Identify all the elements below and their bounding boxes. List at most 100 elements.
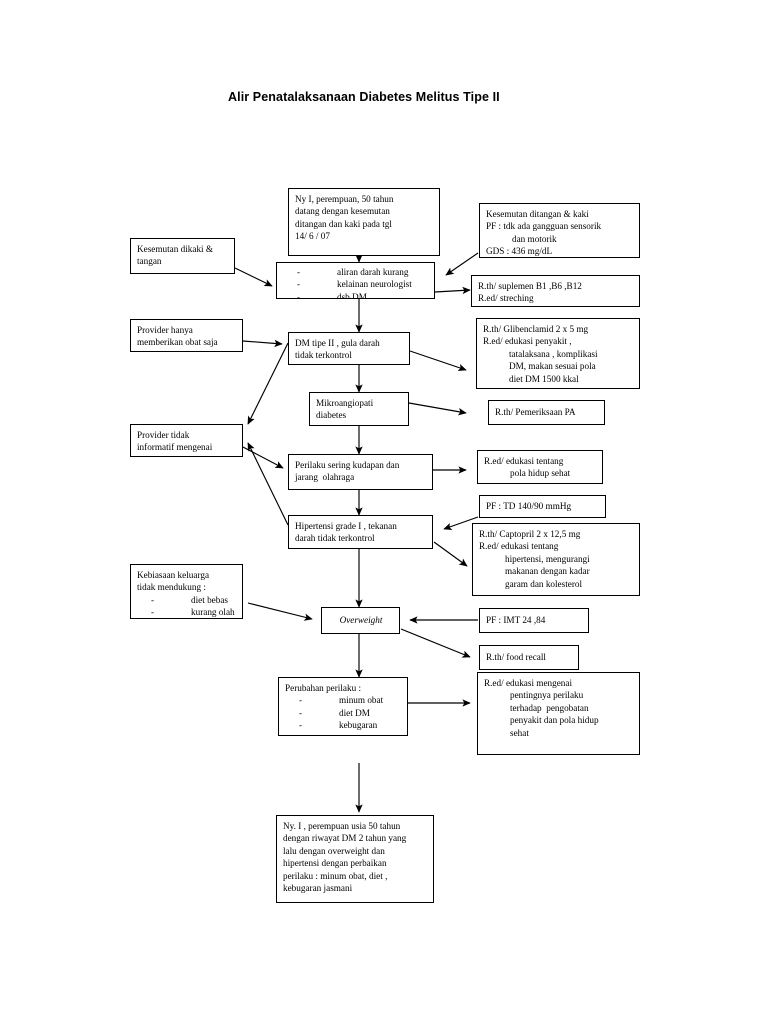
rx-captopril-line-2: R.ed/ edukasi tentang [479,541,559,552]
plan-perubahan-bullet-2: diet DM [285,707,402,719]
node-problem-hipertensi[interactable]: Hipertensi grade I , tekanan darah tidak… [288,515,433,549]
problem-hipertensi-line-1: Hipertensi grade I , tekanan [295,521,397,531]
cause-keluarga-bullet-1: diet bebas [137,594,237,606]
node-problem-neuro[interactable]: aliran darah kurang kelainan neurologist… [276,262,435,299]
node-problem-mikroangiopati[interactable]: Mikroangiopati diabetes [309,392,409,426]
finding-kesemutan-line-1: Kesemutan ditangan & kaki [486,209,589,219]
rx-captopril-line-1: R.th/ Captopril 2 x 12,5 mg [479,529,581,539]
rx-captopril-line-4: makanan dengan kadar [505,566,590,577]
node-cause-provider-informatif[interactable]: Provider tidak informatif mengenai diet … [130,424,243,457]
node-rx-glibenclamid[interactable]: R.th/ Glibenclamid 2 x 5 mg R.ed/ edukas… [476,318,640,389]
rx-glibenclamid-line-2: R.ed/ edukasi penyakit , [483,336,572,347]
node-problem-perilaku[interactable]: Perilaku sering kudapan dan jarang olahr… [288,454,433,490]
cause-keluarga-line-1: Kebiasaan keluarga [137,570,210,580]
edge-provider-obat-to-dm [242,339,283,348]
outcome-line-2: dengan riwayat DM 2 tahun yang [283,833,407,844]
problem-overweight-label: Overweight [339,615,383,625]
cause-provider-informatif-line-2: informatif mengenai [137,442,213,453]
node-rx-captopril[interactable]: R.th/ Captopril 2 x 12,5 mg R.ed/ edukas… [472,523,640,596]
node-rx-food-recall[interactable]: R.th/ food recall [479,645,579,670]
edge-dm-to-provider-informatif [247,342,289,425]
rx-edukasi-line-1: R.ed/ edukasi mengenai [484,678,573,688]
edge-keluarga-to-overweight [247,602,313,621]
node-finding-td[interactable]: PF : TD 140/90 mmHg [479,495,606,518]
finding-kesemutan-line-4: GDS : 436 mg/dL [486,246,553,257]
rx-captopril-line-3: hipertensi, mengurangi [505,553,590,564]
cause-keluarga-bullet-2: kurang olah [137,606,237,618]
rx-glibenclamid-line-5: diet DM 1500 kkal [509,373,579,384]
intake-line-3: ditangan dan kaki pada tgl [295,218,392,229]
cause-provider-obat-line-2: memberikan obat saja [137,337,218,348]
edge-finding-kesemutan-to-neuro [445,252,479,276]
node-rx-edukasi-perilaku[interactable]: R.ed/ edukasi mengenai pentingnya perila… [477,672,640,755]
rx-suplemen-line-2: R.ed/ streching [478,293,534,304]
edge-provider-informatif-to-perilaku [242,446,284,469]
edge-overweight-to-food-recall [400,628,471,658]
rx-glibenclamid-line-4: DM, makan sesuai pola [509,361,596,372]
plan-perubahan-bullet-3: kebugaran [285,719,402,731]
intake-line-4: 14/ 6 / 07 [295,231,330,242]
finding-td-line-1: PF : TD 140/90 mmHg [486,501,572,511]
node-plan-perubahan[interactable]: Perubahan perilaku : minum obat diet DM … [278,677,408,736]
outcome-line-4: hipertensi dengan perbaikan [283,858,387,869]
cause-keluarga-line-2: tidak mendukung : [137,582,206,593]
node-outcome[interactable]: Ny. I , perempuan usia 50 tahun dengan r… [276,815,434,903]
node-rx-suplemen[interactable]: R.th/ suplemen B1 ,B6 ,B12 R.ed/ strechi… [471,275,640,307]
problem-mikroangiopati-line-2: diabetes [316,410,347,421]
problem-mikroangiopati-line-1: Mikroangiopati [316,398,374,408]
finding-kesemutan-line-2: PF : tdk ada gangguan sensorik [486,221,602,232]
problem-dm-line-1: DM tipe II , gula darah [295,338,380,348]
outcome-line-6: kebugaran jasmani [283,883,353,894]
rx-edukasi-line-4: penyakit dan pola hidup [510,715,599,726]
outcome-line-1: Ny. I , perempuan usia 50 tahun [283,821,401,831]
rx-suplemen-line-1: R.th/ suplemen B1 ,B6 ,B12 [478,281,582,291]
plan-perubahan-bullet-1: minum obat [285,694,402,706]
cause-provider-obat-line-1: Provider hanya [137,325,193,335]
node-problem-dm[interactable]: DM tipe II , gula darah tidak terkontrol [288,332,410,365]
rx-pola-hidup-line-1: R.ed/ edukasi tentang [484,456,564,466]
problem-neuro-bullet-3: dsb DM [283,291,429,298]
edge-hipertensi-to-provider-informatif [247,442,289,526]
problem-neuro-bullet-2: kelainan neurologist [283,278,429,290]
node-cause-keluarga[interactable]: Kebiasaan keluarga tidak mendukung : die… [130,564,243,619]
rx-edukasi-line-3: terhadap pengobatan [510,702,589,713]
rx-pa-line-1: R.th/ Pemeriksaan PA [495,407,576,417]
rx-food-recall-line-1: R.th/ food recall [486,652,546,662]
node-rx-pa[interactable]: R.th/ Pemeriksaan PA [488,400,605,425]
edge-mikroangiopati-to-pa [408,402,467,416]
finding-imt-line-1: PF : IMT 24 ,84 [486,615,546,625]
cause-provider-informatif-line-1: Provider tidak [137,430,190,440]
problem-perilaku-line-1: Perilaku sering kudapan dan [295,460,400,470]
node-cause-provider-obat[interactable]: Provider hanya memberikan obat saja [130,319,243,352]
edge-cause-kesemutan-to-neuro [234,267,273,287]
rx-pola-hidup-line-2: pola hidup sehat [510,468,571,479]
finding-kesemutan-line-3: dan motorik [512,233,557,244]
plan-perubahan-line-1: Perubahan perilaku : [285,683,362,693]
outcome-line-3: lalu dengan overweight dan [283,845,385,856]
rx-captopril-line-5: garam dan kolesterol [505,578,583,589]
rx-edukasi-line-2: pentingnya perilaku [510,690,584,701]
intake-line-1: Ny I, perempuan, 50 tahun [295,194,394,204]
cause-kesemutan-line-2: tangan [137,256,162,267]
node-rx-pola-hidup[interactable]: R.ed/ edukasi tentang pola hidup sehat [477,450,603,484]
node-finding-kesemutan[interactable]: Kesemutan ditangan & kaki PF : tdk ada g… [479,203,640,258]
node-problem-overweight[interactable]: Overweight [321,607,400,634]
edge-dm-to-glibenclamid [409,350,467,372]
rx-glibenclamid-line-3: tatalaksana , komplikasi [509,348,598,359]
node-finding-imt[interactable]: PF : IMT 24 ,84 [479,608,589,633]
edge-hipertensi-to-captopril [433,541,468,567]
node-patient-intake[interactable]: Ny I, perempuan, 50 tahun datang dengan … [288,188,440,256]
rx-edukasi-line-5: sehat [510,727,529,738]
problem-dm-line-2: tidak terkontrol [295,350,352,361]
rx-glibenclamid-line-1: R.th/ Glibenclamid 2 x 5 mg [483,324,589,334]
page-title: Alir Penatalaksanaan Diabetes Melitus Ti… [228,90,500,104]
problem-neuro-bullet-1: aliran darah kurang [283,266,429,278]
intake-line-2: datang dengan kesemutan [295,206,390,217]
node-cause-kesemutan[interactable]: Kesemutan dikaki & tangan [130,238,235,274]
edge-neuro-to-suplemen [434,286,471,295]
cause-provider-informatif-line-3: diet DM [137,454,237,456]
cause-kesemutan-line-1: Kesemutan dikaki & [137,244,214,254]
outcome-line-5: perilaku : minum obat, diet , [283,870,388,881]
problem-perilaku-line-2: jarang olahraga [295,472,355,483]
